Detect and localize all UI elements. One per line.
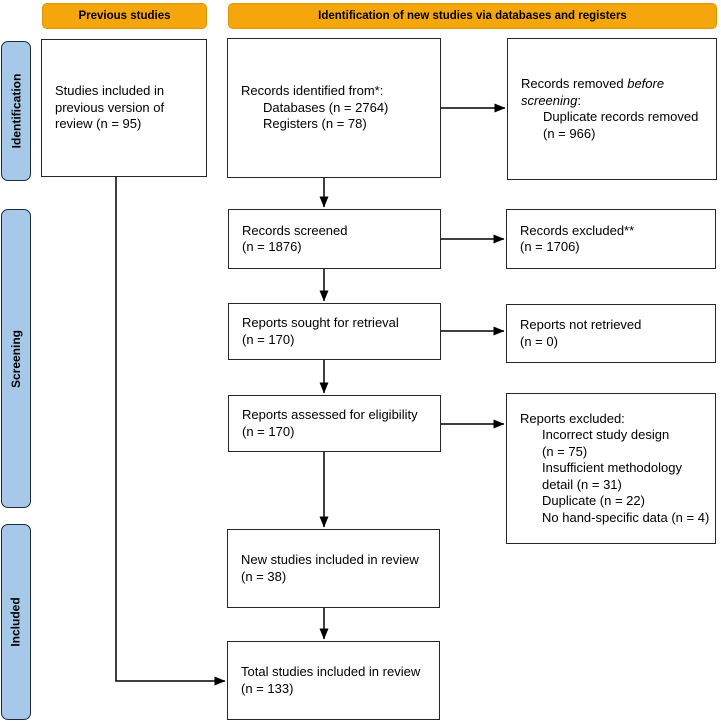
text-line: (n = 170): [242, 331, 295, 347]
box-reports-excluded: Reports excluded:Incorrect study design(…: [506, 393, 716, 544]
text-line: Reports excluded:: [520, 410, 625, 426]
text-line: (n = 1876): [242, 239, 302, 254]
text-line: (n = 0): [520, 333, 558, 349]
text-line: review (n = 95): [55, 116, 142, 132]
text-line: Duplicate records removed: [543, 109, 699, 124]
stage-label-included-text: Included: [9, 597, 23, 647]
stage-label-included: Included: [1, 524, 31, 720]
box-total-studies-included: Total studies included in review(n = 133…: [227, 641, 440, 720]
text-line: (n = 38): [241, 568, 287, 584]
box-records-removed: Records removed before screening: Duplic…: [507, 38, 717, 180]
records-removed-label: Records removed before screening:: [521, 76, 665, 108]
text-line: detail (n = 31): [542, 476, 622, 492]
text-line: Incorrect study design: [542, 427, 670, 443]
box-records-screened: Records screened(n = 1876): [228, 209, 441, 269]
header-new-studies: Identification of new studies via databa…: [228, 3, 717, 29]
stage-label-identification: Identification: [1, 41, 31, 181]
text-line: Records identified from*:: [241, 83, 384, 99]
stage-label-screening: Screening: [1, 209, 31, 508]
box-reports-sought: Reports sought for retrieval(n = 170): [228, 303, 441, 360]
box-records-excluded: Records excluded**(n = 1706): [506, 209, 716, 269]
box-records-identified: Records identified from*:Databases (n = …: [227, 38, 441, 178]
text-line: Records screened: [242, 222, 348, 238]
text-line: (n = 75): [542, 443, 588, 459]
arrow-previous-to-total: [115, 177, 226, 686]
box-new-studies-included: New studies included in review(n = 38): [227, 529, 440, 608]
text-line: (n = 133): [241, 680, 294, 696]
records-removed-items: Duplicate records removed(n = 966): [521, 109, 710, 142]
text-line: New studies included in review: [241, 552, 419, 567]
stage-label-screening-text: Screening: [9, 329, 23, 388]
text-line: No hand-specific data (n = 4): [542, 509, 710, 525]
header-previous-studies-label: Previous studies: [78, 10, 171, 22]
text-line: Registers (n = 78): [263, 116, 367, 132]
header-previous-studies: Previous studies: [42, 3, 207, 29]
text-line: Reports not retrieved: [520, 317, 642, 332]
text-line: previous version of: [55, 99, 165, 115]
text-line: (n = 170): [242, 423, 295, 439]
box-reports-assessed: Reports assessed for eligibility(n = 170…: [228, 395, 441, 452]
text-line: (n = 1706): [520, 239, 580, 254]
text-line: Duplicate (n = 22): [542, 493, 645, 509]
text-line: Records excluded**: [520, 222, 635, 238]
text-line: Insufficient methodology: [542, 460, 682, 476]
text-line: Reports sought for retrieval: [242, 315, 399, 330]
text-line: Reports assessed for eligibility: [242, 407, 418, 422]
text-line: Total studies included in review: [241, 664, 421, 679]
text-line: Studies included in: [55, 83, 165, 99]
text-line: Databases (n = 2764): [263, 99, 389, 115]
header-new-studies-label: Identification of new studies via databa…: [318, 10, 627, 22]
box-reports-not-retrieved: Reports not retrieved(n = 0): [506, 304, 716, 363]
text-line: (n = 966): [543, 125, 596, 141]
stage-label-identification-text: Identification: [9, 73, 24, 149]
